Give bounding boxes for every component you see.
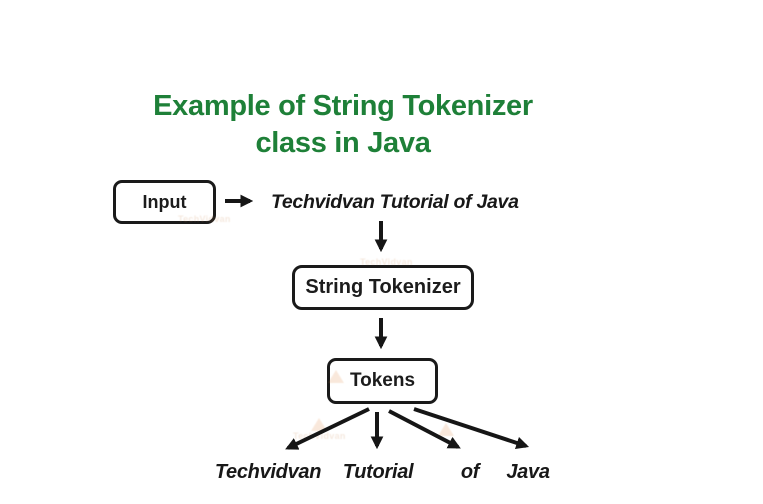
input-box-label: Input xyxy=(142,191,187,212)
output-token-techvidvan: Techvidvan xyxy=(214,461,322,483)
watermark-triangle-icon xyxy=(438,423,454,436)
arrow-tokens-to-java xyxy=(413,407,530,450)
string-tokenizer-box: String Tokenizer xyxy=(292,265,474,310)
output-token-of: of xyxy=(460,461,480,483)
brand-watermark xyxy=(438,423,454,436)
title-line-1: Example of String Tokenizer xyxy=(153,90,533,122)
title-line-2: class in Java xyxy=(255,127,431,159)
arrow-tokens-to-techvidvan xyxy=(285,407,370,450)
watermark-triangle-icon xyxy=(311,418,328,431)
page-title: Example of String Tokenizer class in Jav… xyxy=(43,88,643,162)
arrow-tokens-to-of xyxy=(388,409,461,449)
string-tokenizer-label: String Tokenizer xyxy=(305,276,461,298)
output-token-tutorial: Tutorial xyxy=(342,461,414,483)
brand-watermark: TechVidvan xyxy=(293,418,346,441)
input-box: Input xyxy=(113,180,216,224)
tokens-box-label: Tokens xyxy=(349,370,416,391)
output-token-java: Java xyxy=(506,461,550,483)
input-string-text: Techvidvan Tutorial of Java xyxy=(271,191,519,213)
tokens-box: Tokens xyxy=(327,358,438,404)
